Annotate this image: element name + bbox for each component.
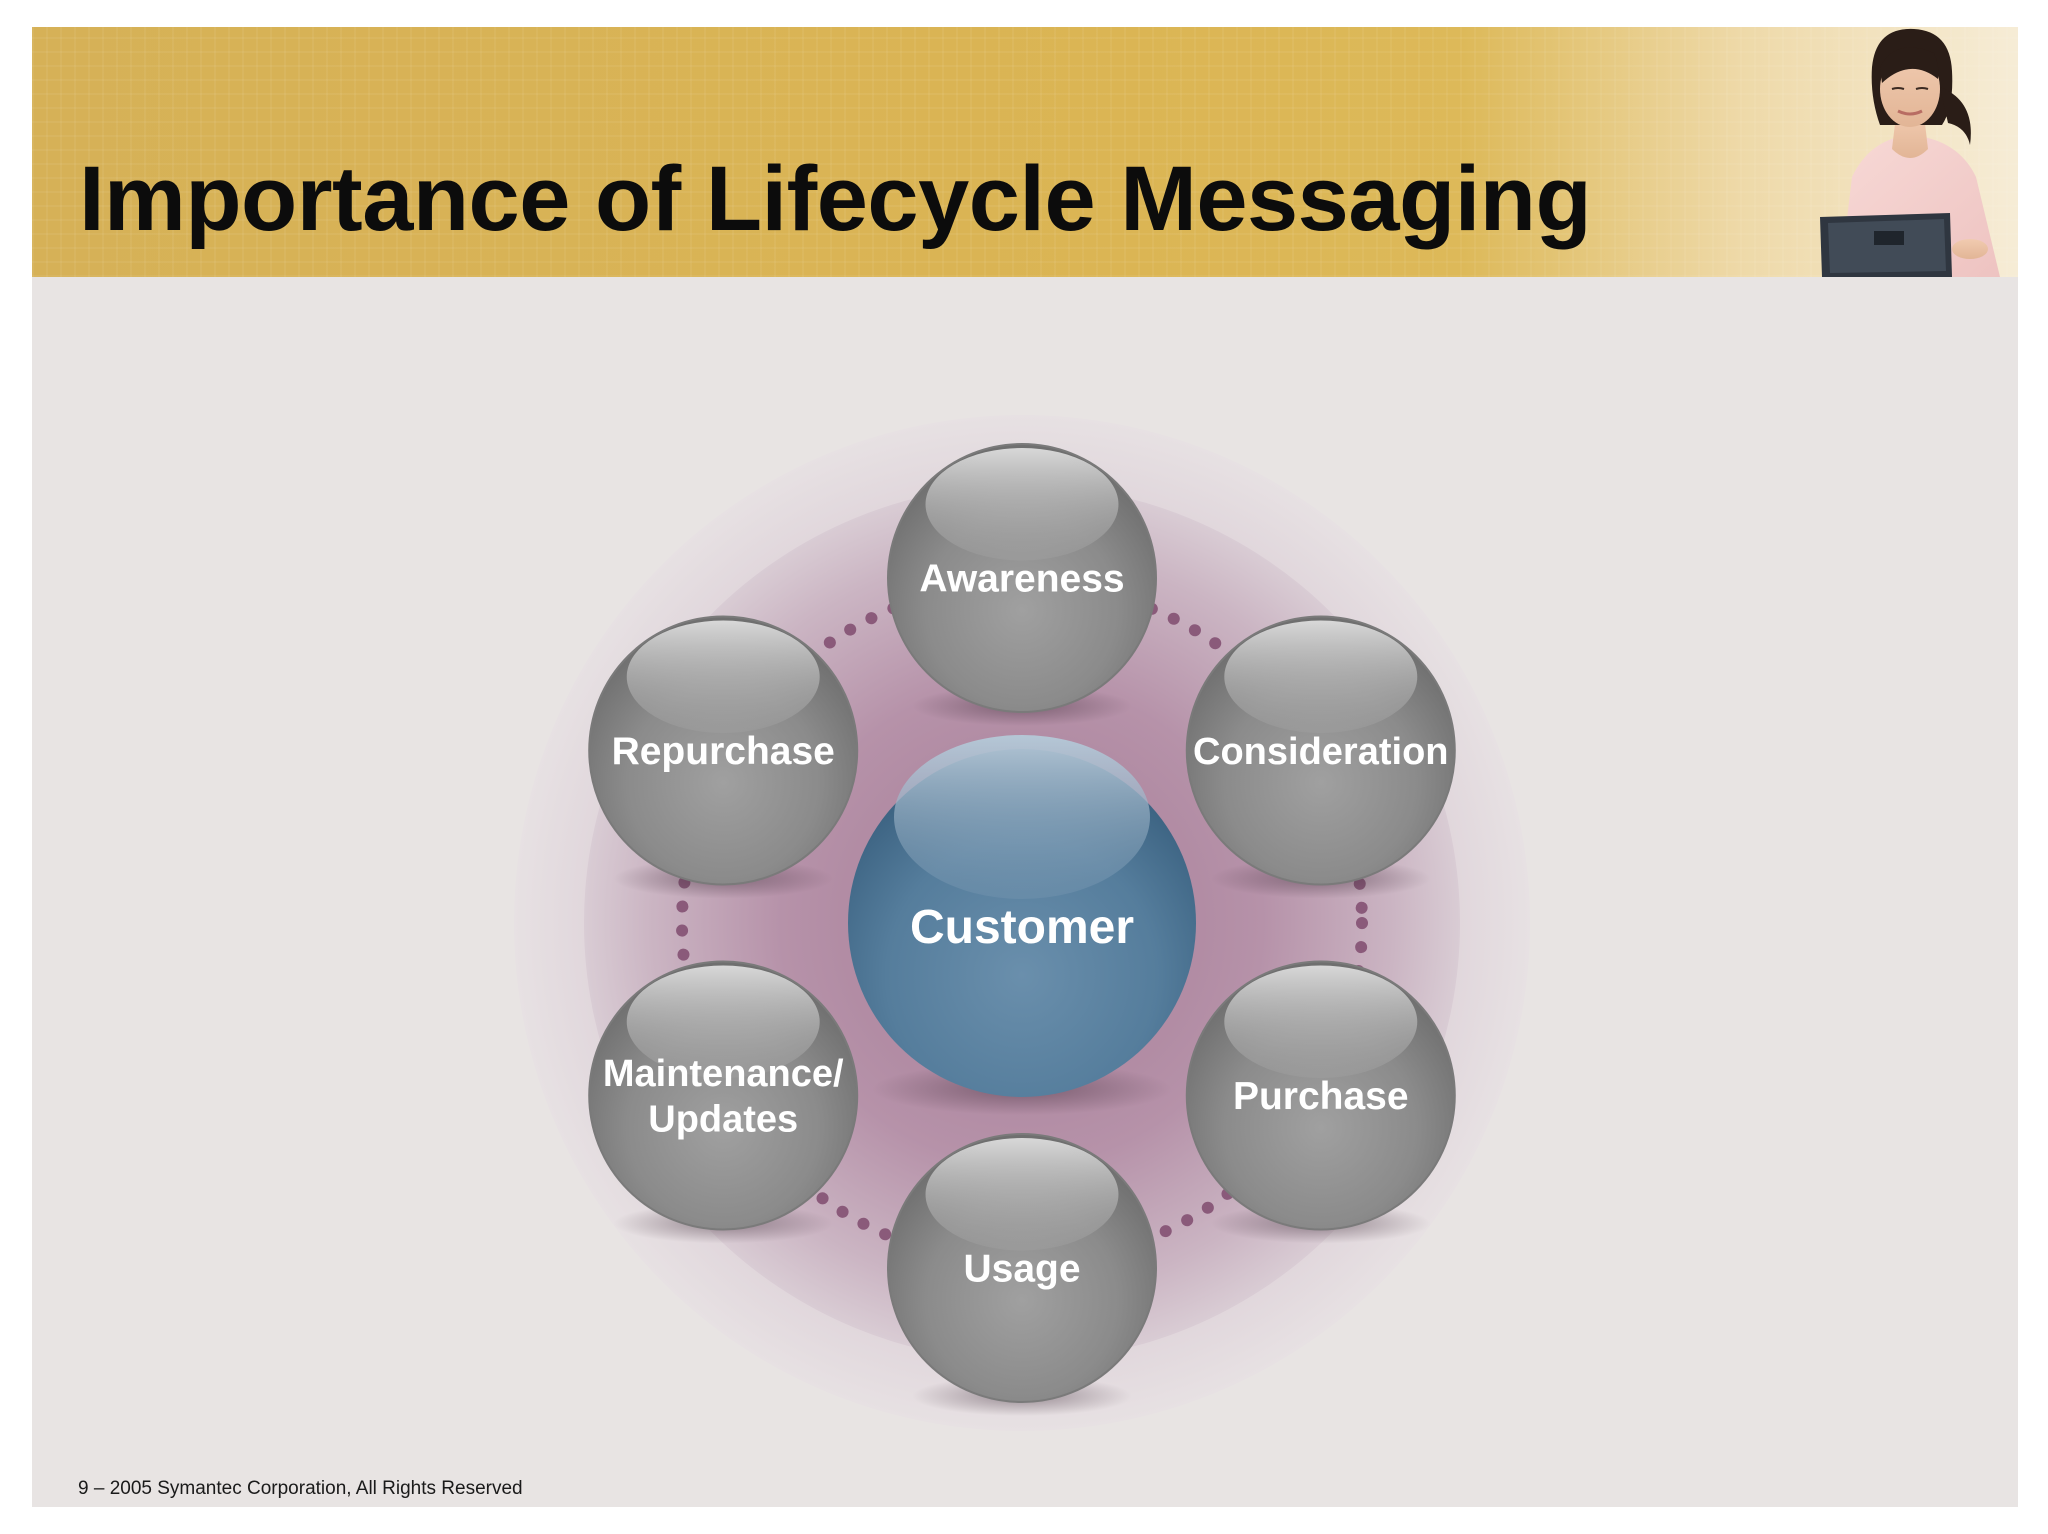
node-label-purchase: Purchase: [1233, 1075, 1409, 1118]
header-banner: Importance of Lifecycle Messaging: [32, 27, 2018, 277]
node-label-line: Purchase: [1233, 1075, 1409, 1118]
node-label-repurchase: Repurchase: [612, 730, 835, 773]
node-label-line: Repurchase: [612, 730, 835, 773]
node-label-usage: Usage: [963, 1248, 1080, 1291]
node-label-line: Updates: [648, 1099, 798, 1141]
lifecycle-node-consideration: Consideration: [1185, 615, 1456, 899]
lifecycle-node-repurchase: Repurchase: [588, 615, 859, 899]
woman-with-laptop-image: [1820, 28, 2000, 277]
lifecycle-node-purchase: Purchase: [1185, 960, 1456, 1244]
node-label-maintenance-updates: Maintenance/Updates: [603, 1053, 844, 1141]
node-label-consideration: Consideration: [1193, 731, 1448, 773]
lifecycle-node-maintenance-updates: Maintenance/Updates: [588, 960, 859, 1244]
customer-label: Customer: [910, 901, 1134, 954]
slide-title: Importance of Lifecycle Messaging: [79, 148, 1592, 250]
lifecycle-node-awareness: Awareness: [887, 443, 1157, 726]
footer-copyright: 9 – 2005 Symantec Corporation, All Right…: [78, 1478, 523, 1499]
node-label-line: Maintenance/: [603, 1053, 844, 1095]
node-label-line: Consideration: [1193, 731, 1448, 773]
slide: Importance of Lifecycle Messaging: [32, 27, 2018, 1507]
node-label-line: Awareness: [919, 558, 1124, 601]
customer-node: Customer: [848, 735, 1196, 1115]
node-label-line: Usage: [963, 1248, 1080, 1291]
lifecycle-node-usage: Usage: [887, 1133, 1157, 1416]
node-label-awareness: Awareness: [919, 558, 1124, 601]
